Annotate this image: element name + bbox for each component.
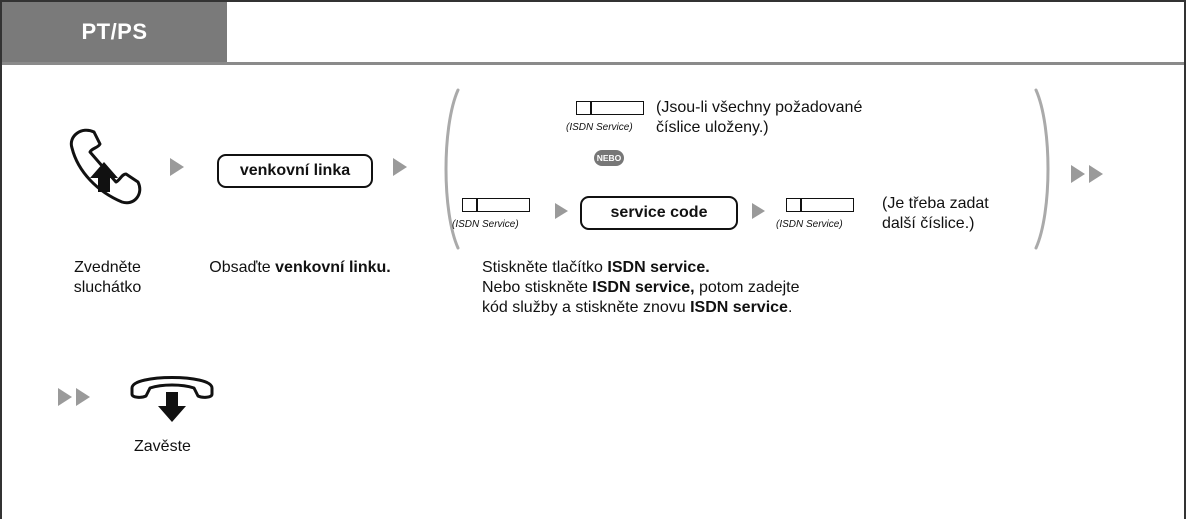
continue-arrow-c: [58, 388, 72, 406]
onhook-caption: Zavěste: [134, 438, 191, 455]
off-hook-icon: [69, 128, 142, 205]
step-arrow-2: [393, 158, 407, 176]
instruction-line-1: Stiskněte tlačítko ISDN service.: [482, 258, 800, 278]
instruction-line-2-suffix: potom zadejte: [694, 279, 800, 296]
isdn-instruction: Stiskněte tlačítko ISDN service. Nebo st…: [482, 258, 800, 318]
on-hook-icon: [130, 376, 214, 422]
instruction-line-2-bold: ISDN service,: [592, 279, 695, 296]
isdn-service-caption-right: (ISDN Service): [776, 219, 843, 230]
instruction-line-3: kód služby a stiskněte znovu ISDN servic…: [482, 298, 800, 318]
instruction-line-3-text: kód služby a stiskněte znovu: [482, 299, 691, 316]
all-digits-stored-note: (Jsou-li všechny požadované číslice ulož…: [656, 98, 862, 138]
outside-line-button[interactable]: venkovní linka: [217, 154, 373, 188]
header: PT/PS: [0, 0, 1186, 65]
instruction-line-1-bold: ISDN service.: [607, 259, 710, 276]
offhook-caption: Zvedněte sluchátko: [73, 259, 142, 296]
instruction-line-2: Nebo stiskněte ISDN service, potom zadej…: [482, 278, 800, 298]
left-bracket: [444, 88, 460, 250]
instruction-line-3-suffix: .: [787, 299, 793, 316]
header-rule: [2, 62, 1184, 65]
all-digits-note-text: (Jsou-li všechny požadované číslice ulož…: [656, 99, 863, 136]
continue-arrow-a: [1071, 165, 1085, 183]
step-arrow-3: [555, 203, 568, 219]
more-digits-note-text: (Je třeba zadat další číslice.): [882, 195, 989, 232]
right-bracket: [1034, 88, 1050, 250]
instruction-line-1-text: Stiskněte tlačítko: [482, 259, 608, 276]
device-tab-label: PT/PS: [81, 19, 148, 44]
step-arrow-1: [170, 158, 184, 176]
isdn-service-key-left[interactable]: [462, 198, 530, 212]
seize-line-bold: venkovní linku.: [275, 259, 391, 276]
step-arrow-4: [752, 203, 765, 219]
seize-line-caption: Obsaďte venkovní linku.: [200, 258, 400, 278]
continue-arrow-d: [76, 388, 90, 406]
instruction-line-3-bold: ISDN service: [690, 299, 788, 316]
device-tab: PT/PS: [2, 2, 227, 64]
more-digits-note: (Je třeba zadat další číslice.): [882, 194, 989, 234]
isdn-service-key-right[interactable]: [786, 198, 854, 212]
isdn-service-caption-top: (ISDN Service): [566, 122, 633, 133]
seize-line-prefix: Obsaďte: [209, 259, 276, 276]
continue-arrow-b: [1089, 165, 1103, 183]
service-code-button[interactable]: service code: [580, 196, 738, 230]
instruction-line-2-text: Nebo stiskněte: [482, 279, 593, 296]
isdn-service-key-top[interactable]: [576, 101, 644, 115]
or-badge: NEBO: [594, 150, 624, 166]
isdn-service-caption-left: (ISDN Service): [452, 219, 519, 230]
